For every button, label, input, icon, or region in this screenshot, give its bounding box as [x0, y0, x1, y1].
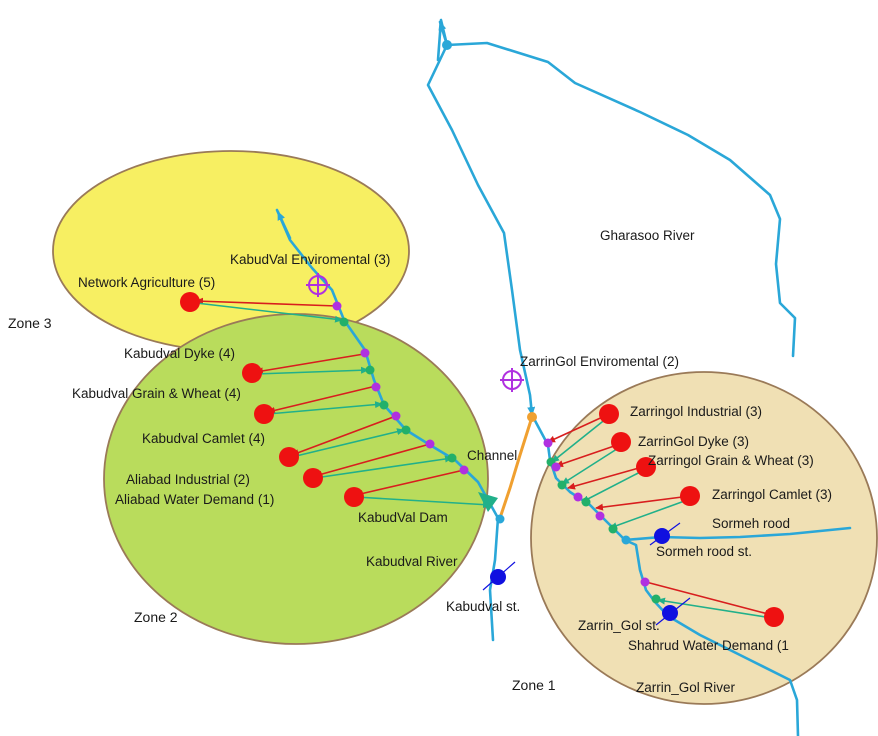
- river-node: [608, 524, 618, 534]
- aliabad-industrial-label: Aliabad Industrial (2): [126, 472, 250, 487]
- channel-node: [527, 412, 537, 422]
- river-node: [447, 453, 457, 463]
- river-node: [391, 411, 401, 421]
- river-node: [557, 480, 567, 490]
- zarringol-industrial-label: Zarringol Industrial (3): [630, 404, 762, 419]
- river-node: [640, 577, 650, 587]
- zarringol-grain-wheat-label: Zarringol Grain & Wheat (3): [648, 453, 814, 468]
- flow-out-kabudval-grain: [267, 385, 377, 414]
- zarringol-dyke-node: [611, 432, 631, 452]
- sormeh-rood-station-label: Sormeh rood st.: [656, 544, 752, 559]
- return-zarringol-camlet: [609, 498, 691, 529]
- zarringol-dyke-label: ZarrinGol Dyke (3): [638, 434, 749, 449]
- zarringol-industrial-node: [599, 404, 619, 424]
- return-zarringol-industrial: [551, 417, 608, 463]
- kabudval-grain-node: [254, 404, 274, 424]
- river-node: [401, 425, 411, 435]
- main-river-upper: [426, 43, 536, 417]
- aliabad-water-demand-label: Aliabad Water Demand (1): [115, 492, 274, 507]
- kabudval-environmental-target-icon: [306, 273, 330, 297]
- zarringol-camlet-label: Zarringol Camlet (3): [712, 487, 832, 502]
- flow-out-zarringol-grain: [567, 465, 647, 490]
- kabudval-grain-wheat-label: Kabudval Grain & Wheat (4): [72, 386, 241, 401]
- return-network-agriculture: [195, 302, 343, 323]
- zarrin-gol-river: [530, 413, 800, 736]
- return-kabudval-camlet: [291, 428, 405, 458]
- sormeh-rood-station-icon: [649, 522, 681, 546]
- zarrin-gol-station-label: Zarrin_Gol st.: [578, 618, 660, 633]
- flow-out-aliabad-water: [355, 469, 465, 497]
- aliabad-water-node: [344, 487, 364, 507]
- river-node: [332, 301, 342, 311]
- return-aliabad-water: [355, 496, 491, 509]
- return-kabudval-dyke: [255, 366, 369, 375]
- river-node: [425, 439, 435, 449]
- flow-out-zarringol-dyke: [555, 443, 621, 468]
- kabudval-station-icon: [482, 561, 516, 591]
- channel-label: Channel: [467, 448, 517, 463]
- return-zarringol-dyke: [561, 446, 621, 485]
- sormeh-rood-label: Sormeh rood: [712, 516, 790, 531]
- zarringol-environmental-target-icon: [500, 368, 524, 392]
- river-node: [621, 535, 631, 545]
- river-node: [651, 594, 661, 604]
- river-node: [543, 438, 553, 448]
- zarringol-grain-node: [636, 457, 656, 477]
- river-node: [360, 348, 370, 358]
- gharasoo-river-label: Gharasoo River: [600, 228, 695, 243]
- aliabad-industrial-node: [303, 468, 323, 488]
- river-node: [371, 382, 381, 392]
- flow-out-kabudval-dyke: [255, 353, 365, 375]
- channel-line: [498, 416, 534, 519]
- return-aliabad-industrial: [314, 455, 453, 479]
- kabudval-dam-label: KabudVal Dam: [358, 510, 448, 525]
- kabudval-camlet-label: Kabudval Camlet (4): [142, 431, 265, 446]
- river-node: [551, 462, 561, 472]
- kabudval-dyke-node: [242, 363, 262, 383]
- river-node: [595, 511, 605, 521]
- return-kabudval-grain: [267, 401, 383, 415]
- kabudval-river-arrowhead: [276, 210, 292, 240]
- river-node: [581, 497, 591, 507]
- shahrud-water-demand-label: Shahrud Water Demand (1: [628, 638, 789, 653]
- river-node: [495, 514, 505, 524]
- kabudval-river-label: Kabudval River: [366, 554, 458, 569]
- zone3-label: Zone 3: [8, 315, 52, 331]
- kabudval-camlet-node: [279, 447, 299, 467]
- kabudval-dyke-label: Kabudval Dyke (4): [124, 346, 235, 361]
- kabudval-station-label: Kabudval st.: [446, 599, 520, 614]
- zarringol-environmental-label: ZarrinGol Enviromental (2): [520, 354, 679, 369]
- zone2-label: Zone 2: [134, 609, 178, 625]
- zone3-ellipse: [52, 150, 410, 352]
- river-node: [339, 317, 349, 327]
- return-shahrud-water: [657, 597, 773, 619]
- shahrud-water-node: [764, 607, 784, 627]
- zarrin-gol-station-icon: [655, 597, 691, 626]
- river-node: [573, 492, 583, 502]
- zone1-label: Zone 1: [512, 677, 556, 693]
- river-node: [379, 400, 389, 410]
- network-agriculture-label: Network Agriculture (5): [78, 275, 215, 290]
- top-junction-node: [442, 40, 452, 50]
- river-node: [459, 465, 469, 475]
- zarringol-camlet-node: [680, 486, 700, 506]
- kabudval-environmental-label: KabudVal Enviromental (3): [230, 252, 390, 267]
- flow-out-shahrud-water: [645, 581, 773, 617]
- return-zarringol-grain: [581, 468, 647, 503]
- network-agriculture-node: [180, 292, 200, 312]
- zarrin-gol-river-label: Zarrin_Gol River: [636, 680, 736, 695]
- river-node: [365, 365, 375, 375]
- flow-out-kabudval-camlet: [291, 415, 397, 456]
- flow-out-network-agriculture: [195, 297, 338, 307]
- flow-out-zarringol-camlet: [595, 495, 691, 511]
- gharasoo-river: [445, 41, 797, 358]
- flow-out-aliabad-industrial: [314, 443, 431, 478]
- flow-out-zarringol-industrial: [547, 414, 608, 443]
